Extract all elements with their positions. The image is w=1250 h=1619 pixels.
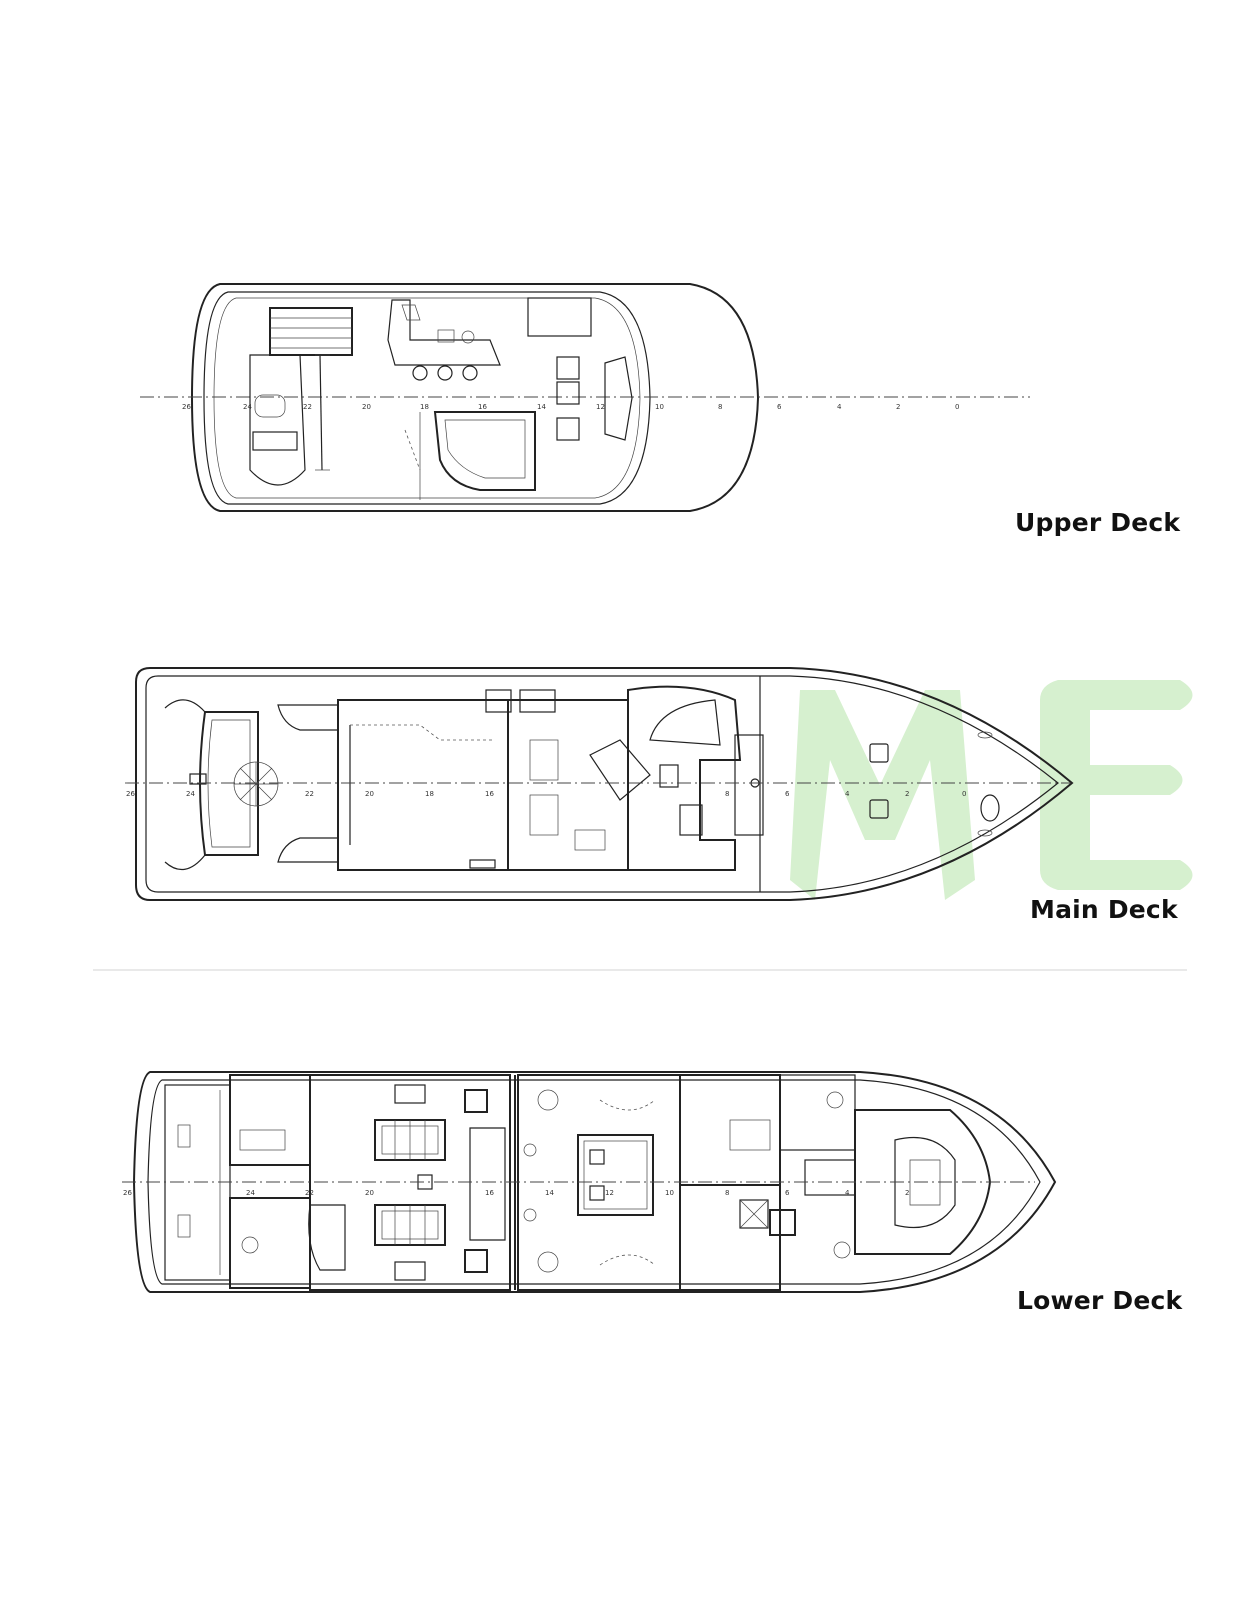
lower-deck-plan: 26 24 22 20 16 14 12 10 8 6 4 2	[122, 1071, 1057, 1293]
upper-deck-plan: 26 24 22 20 18 16 14 12 10 8 6 4 2 0	[140, 283, 1030, 512]
svg-text:22: 22	[305, 1189, 314, 1197]
main-deck-label: Main Deck	[1030, 895, 1178, 924]
svg-text:4: 4	[845, 1189, 850, 1197]
svg-text:14: 14	[545, 1189, 554, 1197]
svg-text:0: 0	[955, 403, 959, 411]
svg-text:14: 14	[537, 403, 546, 411]
main-frame-numbers: 26 24 22 20 18 16 8 6 4 2 0	[126, 790, 966, 798]
svg-text:18: 18	[425, 790, 434, 798]
svg-text:22: 22	[305, 790, 314, 798]
svg-text:16: 16	[485, 1189, 494, 1197]
svg-text:2: 2	[905, 790, 909, 798]
svg-text:24: 24	[243, 403, 252, 411]
lower-frame-numbers: 26 24 22 20 16 14 12 10 8 6 4 2	[123, 1189, 909, 1197]
svg-text:4: 4	[845, 790, 850, 798]
svg-text:4: 4	[837, 403, 842, 411]
watermark-logo	[790, 680, 1193, 900]
svg-text:26: 26	[126, 790, 135, 798]
svg-text:6: 6	[785, 1189, 790, 1197]
svg-text:18: 18	[420, 403, 429, 411]
upper-frame-numbers: 26 24 22 20 18 16 14 12 10 8 6 4 2 0	[182, 403, 959, 411]
starboard-engine	[374, 1204, 446, 1246]
svg-text:24: 24	[246, 1189, 255, 1197]
svg-text:24: 24	[186, 790, 195, 798]
svg-text:12: 12	[605, 1189, 614, 1197]
svg-text:10: 10	[655, 403, 664, 411]
svg-text:26: 26	[182, 403, 191, 411]
upper-deck-label: Upper Deck	[1015, 508, 1181, 537]
svg-text:26: 26	[123, 1189, 132, 1197]
svg-text:6: 6	[777, 403, 782, 411]
svg-text:12: 12	[596, 403, 605, 411]
svg-text:6: 6	[785, 790, 790, 798]
svg-text:10: 10	[665, 1189, 674, 1197]
svg-text:20: 20	[362, 403, 371, 411]
svg-text:0: 0	[962, 790, 966, 798]
svg-text:8: 8	[725, 790, 729, 798]
svg-text:20: 20	[365, 1189, 374, 1197]
svg-text:2: 2	[905, 1189, 909, 1197]
svg-text:20: 20	[365, 790, 374, 798]
lower-deck-label: Lower Deck	[1017, 1286, 1183, 1315]
main-deck-plan: 26 24 22 20 18 16 8 6 4 2 0	[125, 667, 1074, 901]
svg-text:16: 16	[478, 403, 487, 411]
svg-text:22: 22	[303, 403, 312, 411]
svg-text:16: 16	[485, 790, 494, 798]
port-engine	[374, 1119, 446, 1161]
svg-text:8: 8	[718, 403, 722, 411]
svg-text:2: 2	[896, 403, 900, 411]
svg-text:8: 8	[725, 1189, 729, 1197]
